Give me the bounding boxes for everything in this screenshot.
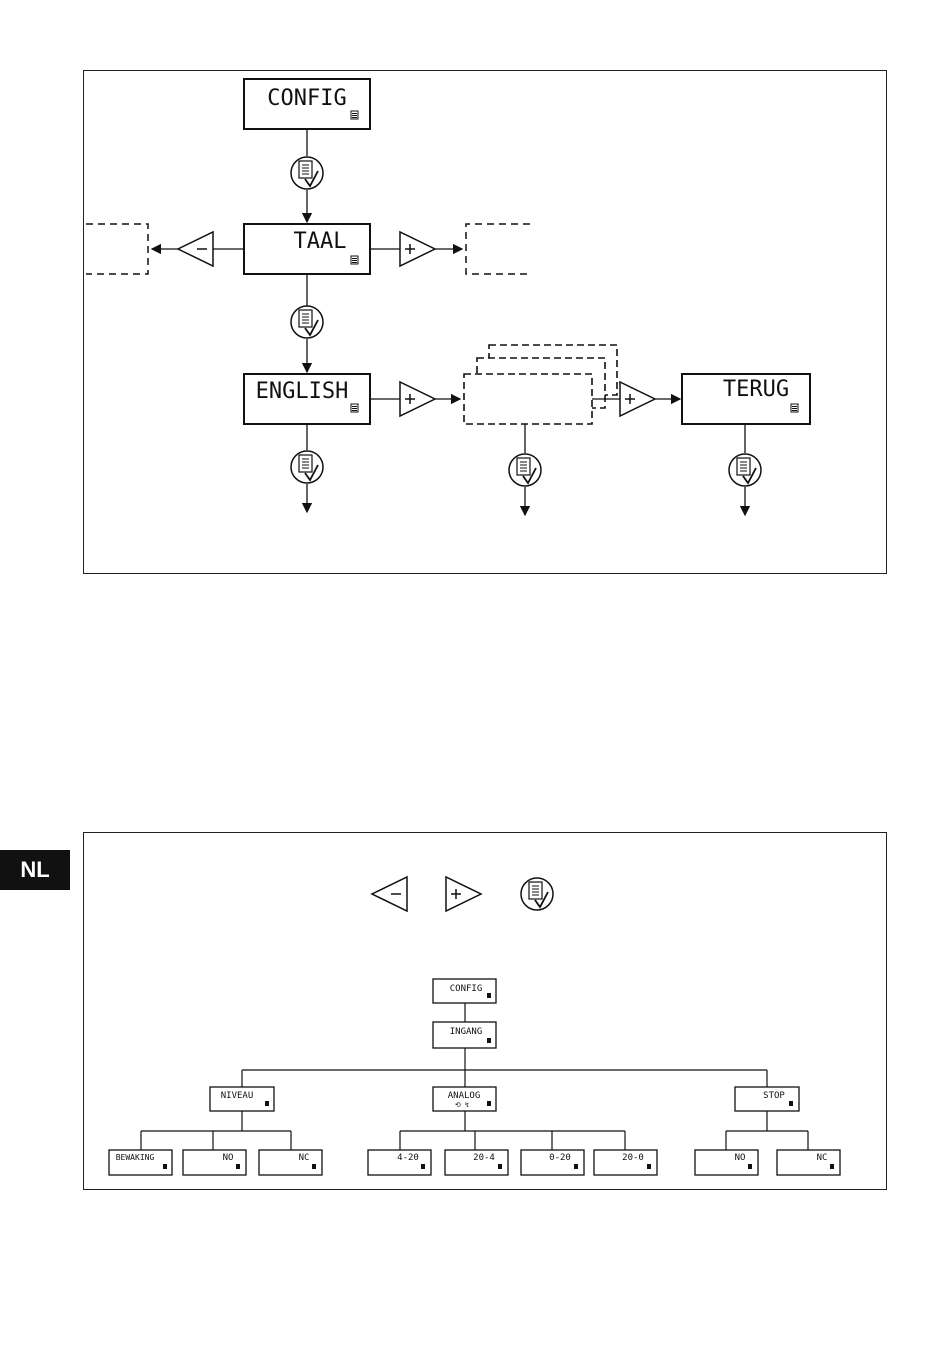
tree-leaf-20-0: 20-0 [594,1150,657,1175]
tree-leaf-nc: NC [259,1150,322,1175]
tree-leaf-label: NC [299,1153,310,1163]
plus-key-icon[interactable] [400,232,435,266]
screen-english: ENGLISH [244,374,370,424]
tree-node-label: STOP [763,1091,785,1101]
tree-node-niveau: NIVEAU [210,1087,274,1111]
stacked-language-screens [464,345,617,424]
screen-taal-label: TAAL [294,229,347,254]
tree-leaf-label: NC [817,1153,828,1163]
minus-key-icon[interactable] [372,877,407,911]
tree-leaf-label: NO [223,1153,234,1163]
tree-leaf-bewaking: BEWAKING [109,1150,172,1175]
screen-terug: TERUG [682,374,810,424]
plus-key-icon[interactable] [446,877,481,911]
tree-leaf-0-20: 0-20 [521,1150,584,1175]
tree-leaf-nc: NC [777,1150,840,1175]
tree-node-label: INGANG [450,1027,483,1037]
menu-confirm-icon[interactable] [291,451,323,483]
tree-leaf-label: NO [735,1153,746,1163]
tree-node-label: ANALOG [448,1091,481,1101]
screen-config: CONFIG [244,79,370,129]
tree-node-ingang: INGANG [433,1022,496,1048]
tree-node-config: CONFIG [433,979,496,1003]
menu-confirm-icon[interactable] [291,306,323,338]
plus-key-icon[interactable] [620,382,655,416]
tree-leaf-label: BEWAKING [116,1153,155,1162]
tree-leaf-label: 4-20 [397,1153,419,1163]
tree-leaf-20-4: 20-4 [445,1150,508,1175]
tree-leaf-4-20: 4-20 [368,1150,431,1175]
plus-key-icon[interactable] [400,382,435,416]
tree-leaf-label: 0-20 [549,1153,571,1163]
tree-leaf-no: NO [183,1150,246,1175]
tree-node-analog: ANALOG ⟲ ↯ [433,1087,496,1111]
tree-leaf-label: 20-4 [473,1153,495,1163]
tree-leaf-label: 20-0 [622,1153,644,1163]
tree-node-stop: STOP [735,1087,799,1111]
minus-key-icon[interactable] [178,232,213,266]
screen-config-label: CONFIG [267,86,346,111]
menu-confirm-icon[interactable] [521,878,553,910]
tree-node-label: CONFIG [450,984,483,994]
menu-confirm-icon[interactable] [729,454,761,486]
screen-english-label: ENGLISH [256,379,349,404]
tree-leaf-no: NO [695,1150,758,1175]
menu-confirm-icon[interactable] [509,454,541,486]
tree-node-sublabel: ⟲ ↯ [455,1101,469,1109]
tree-node-label: NIVEAU [221,1091,254,1101]
screen-terug-label: TERUG [723,377,789,402]
menu-confirm-icon[interactable] [291,157,323,189]
screen-taal: TAAL [244,224,370,274]
